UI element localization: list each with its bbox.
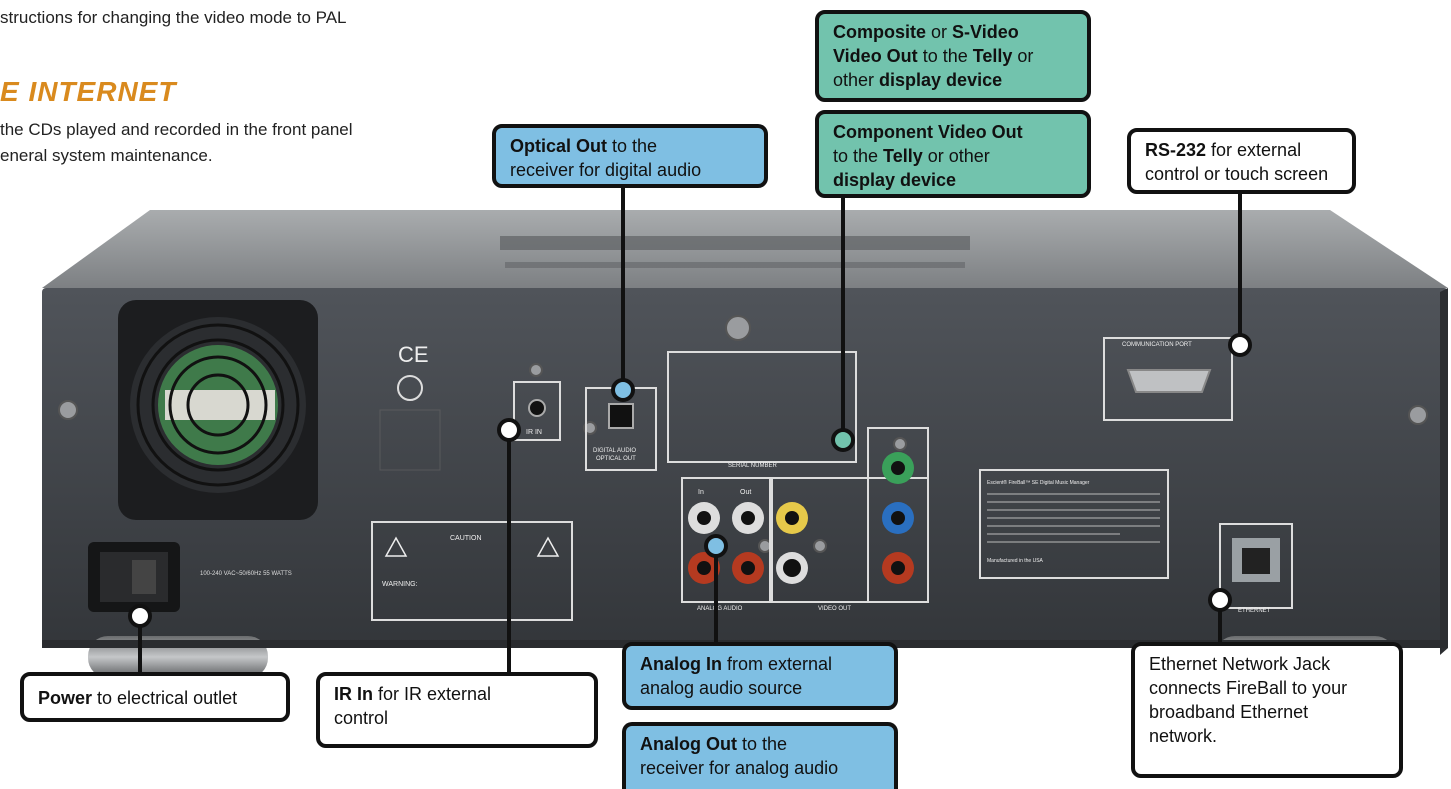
video-out-jacks: VIDEO OUT xyxy=(769,427,929,612)
svg-text:IR IN: IR IN xyxy=(526,429,542,436)
svg-text:Out: Out xyxy=(740,489,751,496)
device-back-face xyxy=(42,288,1448,648)
analog-audio-jacks: In Out ANALOG AUDIO xyxy=(681,477,773,612)
vent-grille xyxy=(500,236,970,268)
etl-logo xyxy=(397,375,423,401)
callout-rs232: RS-232 for external control or touch scr… xyxy=(1127,128,1356,194)
ir-in-port: IR IN xyxy=(513,381,561,441)
callout-analog-in: Analog In from external analog audio sou… xyxy=(622,642,898,710)
svg-text:CAUTION: CAUTION xyxy=(450,535,482,542)
svg-text:OPTICAL OUT: OPTICAL OUT xyxy=(596,456,636,462)
power-socket xyxy=(88,542,180,612)
serial-number-area: SERIAL NUMBER xyxy=(667,351,857,469)
callout-composite-video-out: Composite or S-Video Video Out to the Te… xyxy=(815,10,1091,102)
body-text-line: the CDs played and recorded in the front… xyxy=(0,120,353,139)
section-heading: E INTERNET xyxy=(0,76,177,107)
voltage-label: 100-240 VAC~50/60Hz 55 WATTS xyxy=(200,571,292,577)
ce-mark: CE xyxy=(398,342,429,367)
callout-analog-out: Analog Out to the receiver for analog au… xyxy=(622,722,898,789)
info-label: Escient® FireBall™ SE Digital Music Mana… xyxy=(979,469,1169,579)
intro-text-line: structions for changing the video mode t… xyxy=(0,8,347,27)
body-text-line: eneral system maintenance. xyxy=(0,146,213,165)
communication-port: COMMUNICATION PORT xyxy=(1103,337,1233,421)
svg-text:ETHERNET: ETHERNET xyxy=(1238,608,1271,614)
callout-ethernet: Ethernet Network Jack connects FireBall … xyxy=(1131,642,1403,778)
callout-power: Power to electrical outlet xyxy=(20,672,290,722)
svg-text:VIDEO OUT: VIDEO OUT xyxy=(818,606,851,612)
callout-markers xyxy=(128,333,1252,628)
svg-text:Manufactured in the USA: Manufactured in the USA xyxy=(987,558,1044,564)
callout-ir-in: IR In for IR external control xyxy=(316,672,598,748)
svg-text:Escient® FireBall™ SE Digital: Escient® FireBall™ SE Digital Music Mana… xyxy=(987,479,1090,486)
svg-text:DIGITAL AUDIO: DIGITAL AUDIO xyxy=(593,448,636,454)
svg-text:SERIAL NUMBER: SERIAL NUMBER xyxy=(728,463,777,469)
callout-lines xyxy=(138,186,1242,672)
caution-label: CAUTION WARNING: xyxy=(371,521,573,621)
svg-text:ANALOG AUDIO: ANALOG AUDIO xyxy=(697,606,743,612)
svg-text:COMMUNICATION PORT: COMMUNICATION PORT xyxy=(1122,342,1192,348)
callout-optical-out: Optical Out to the receiver for digital … xyxy=(492,124,768,188)
cooling-fan xyxy=(118,300,318,520)
callout-component-video-out: Component Video Out to the Telly or othe… xyxy=(815,110,1091,198)
svg-text:In: In xyxy=(698,489,704,496)
svg-text:WARNING:: WARNING: xyxy=(382,581,418,588)
ethernet-port: ETHERNET xyxy=(1219,523,1293,614)
